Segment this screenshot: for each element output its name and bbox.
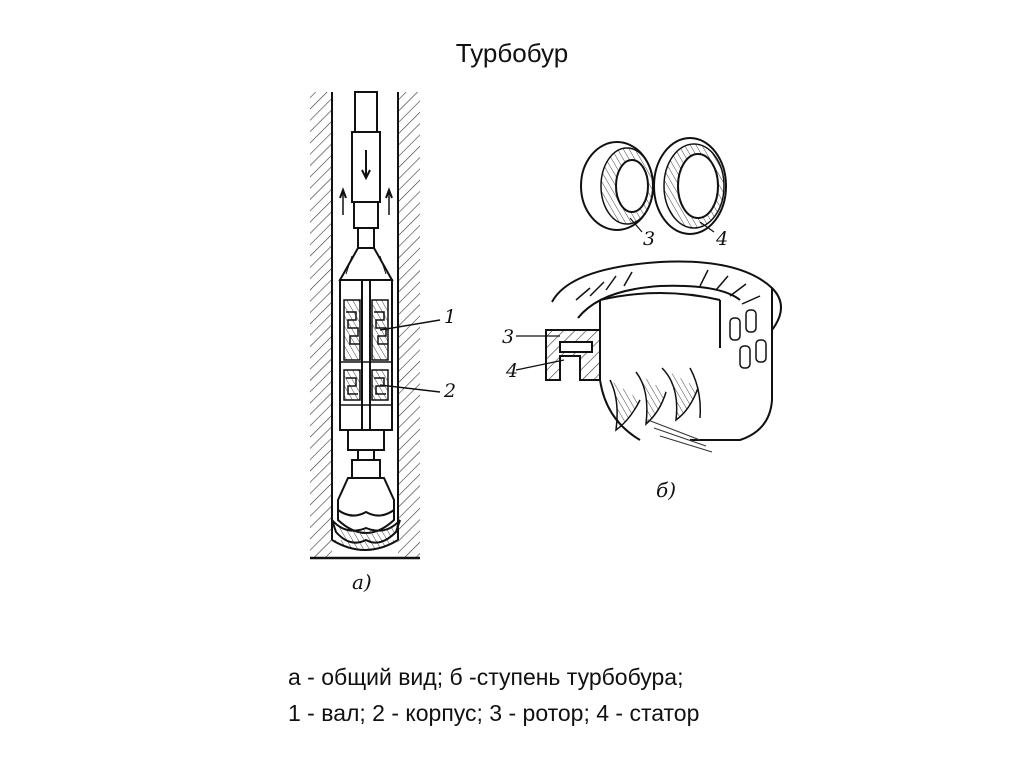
figure-a-general-view (310, 91, 441, 560)
figure-b-label: б) (656, 478, 677, 502)
borehole-wall-left (310, 92, 332, 558)
figure-b-turbine-stage (515, 260, 782, 453)
callout-3-ring: 3 (643, 228, 656, 250)
caption-line-2: 1 - вал; 2 - корпус; 3 - ротор; 4 - стат… (288, 700, 700, 726)
callout-1: 1 (444, 306, 457, 328)
figure-b-rings (580, 137, 727, 235)
page-title: Турбобур (455, 38, 569, 68)
callout-3-stage: 3 (502, 326, 515, 348)
callout-2: 2 (444, 380, 457, 402)
callout-4-stage: 4 (506, 360, 519, 382)
figure-a-label: а) (352, 570, 372, 594)
caption-line-1: а - общий вид; б -ступень турбобура; (288, 664, 684, 690)
callout-4-ring: 4 (716, 228, 729, 250)
